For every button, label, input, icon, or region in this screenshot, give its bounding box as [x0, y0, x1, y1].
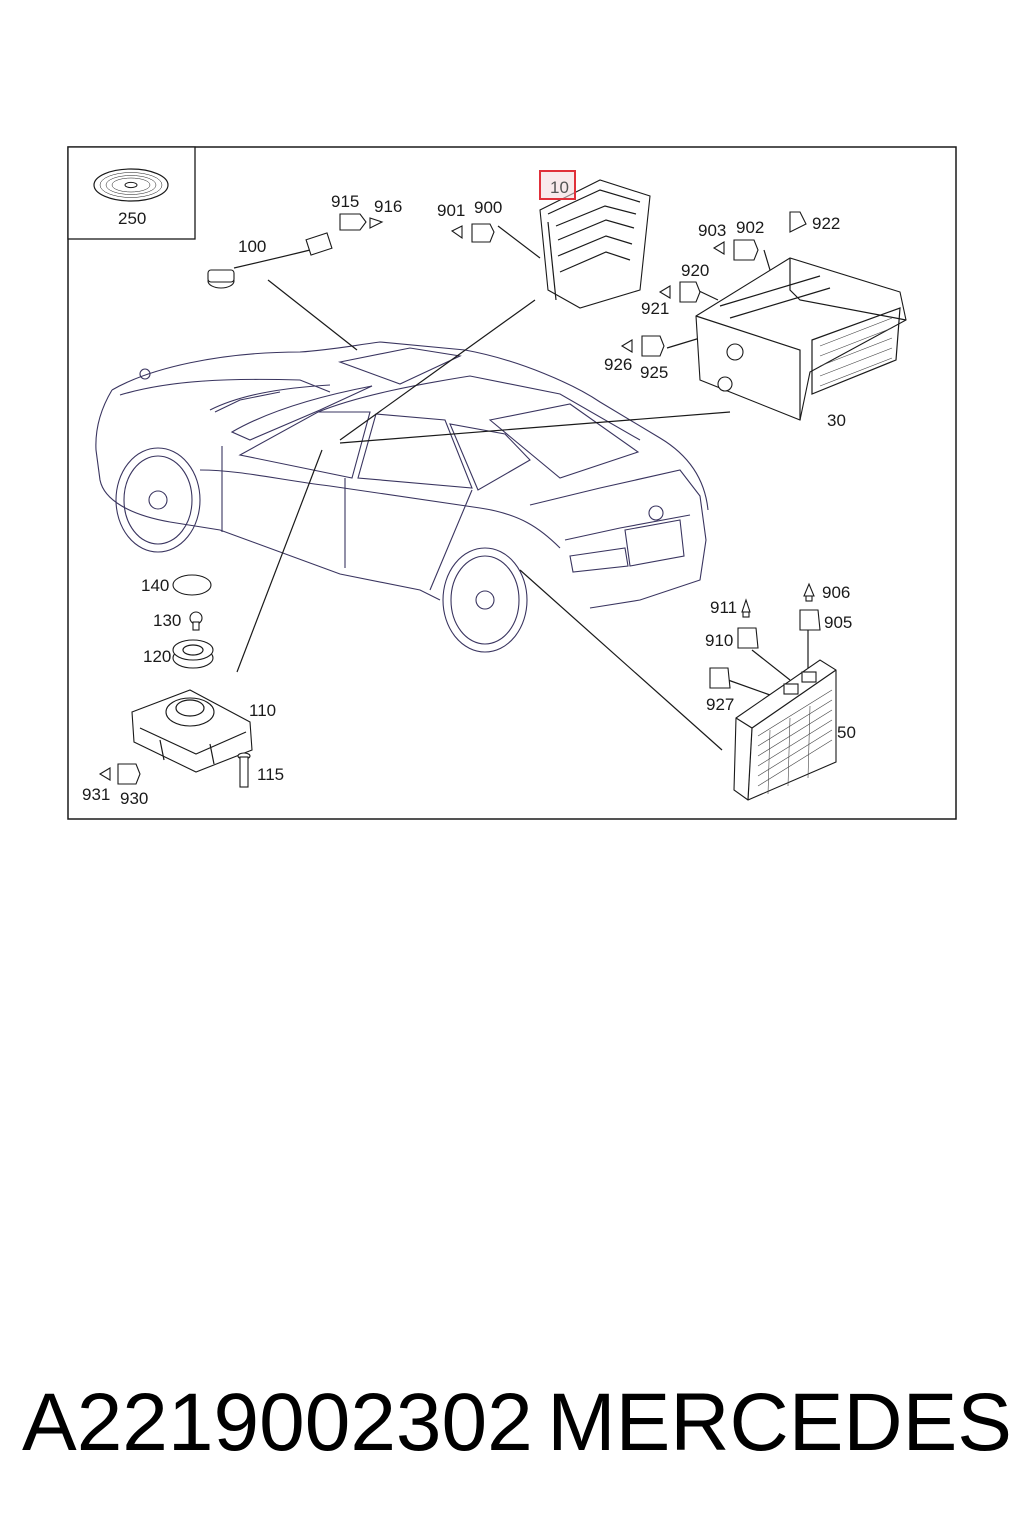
label-900: 900: [474, 198, 502, 217]
connector-930-icon: [117, 763, 141, 785]
knob-120-part: [172, 639, 214, 669]
label-250: 250: [118, 209, 146, 228]
connector-900-icon: [471, 223, 495, 243]
brand-name: MERCEDES: [547, 1377, 1012, 1468]
connector-927-icon: [709, 667, 731, 689]
label-910: 910: [705, 631, 733, 650]
screw-130-part: [189, 611, 203, 631]
screw-115-part: [237, 752, 251, 788]
label-915: 915: [331, 192, 359, 211]
pin-911-icon: [741, 598, 751, 618]
label-925: 925: [640, 363, 668, 382]
leader-lines: [236, 225, 809, 751]
pin-926-icon: [620, 339, 633, 353]
connector-902-icon: [733, 239, 759, 261]
sensor-cable-part: [207, 232, 333, 289]
pin-931-icon: [98, 767, 111, 781]
label-30: 30: [827, 411, 846, 430]
highlight-box-10: [539, 170, 576, 200]
cd-icon: [93, 168, 169, 202]
label-140: 140: [141, 576, 169, 595]
label-920: 920: [681, 261, 709, 280]
label-903: 903: [698, 221, 726, 240]
head-unit-part: [695, 257, 907, 421]
caption: A2219002302 MERCEDES: [22, 1368, 1012, 1478]
pin-916-icon: [369, 217, 384, 229]
label-927: 927: [706, 695, 734, 714]
pin-903-icon: [712, 241, 725, 255]
module-50-part: [733, 659, 837, 801]
label-922: 922: [812, 214, 840, 233]
label-100: 100: [238, 237, 266, 256]
label-916: 916: [374, 197, 402, 216]
connector-920-icon: [679, 281, 701, 303]
label-926: 926: [604, 355, 632, 374]
part-number: A2219002302: [22, 1377, 533, 1468]
controller-110-part: [131, 689, 253, 773]
label-902: 902: [736, 218, 764, 237]
cap-140-part: [172, 574, 212, 596]
connector-905-icon: [799, 609, 821, 631]
label-905: 905: [824, 613, 852, 632]
connector-925-icon: [641, 335, 665, 357]
label-130: 130: [153, 611, 181, 630]
label-901: 901: [437, 201, 465, 220]
label-931: 931: [82, 785, 110, 804]
label-115: 115: [257, 765, 284, 784]
label-110: 110: [249, 701, 276, 720]
display-unit-part: [539, 179, 651, 309]
connector-922-icon: [789, 211, 807, 233]
pin-901-icon: [450, 225, 463, 240]
pin-921-icon: [658, 285, 671, 299]
pin-906-icon: [803, 582, 815, 602]
label-921: 921: [641, 299, 669, 318]
label-10: 10: [550, 178, 569, 197]
label-930: 930: [120, 789, 148, 808]
connector-915-icon: [339, 213, 367, 231]
label-120: 120: [143, 647, 171, 666]
label-911: 911: [710, 598, 737, 617]
label-50: 50: [837, 723, 856, 742]
connector-910-icon: [737, 627, 759, 649]
label-906: 906: [822, 583, 850, 602]
